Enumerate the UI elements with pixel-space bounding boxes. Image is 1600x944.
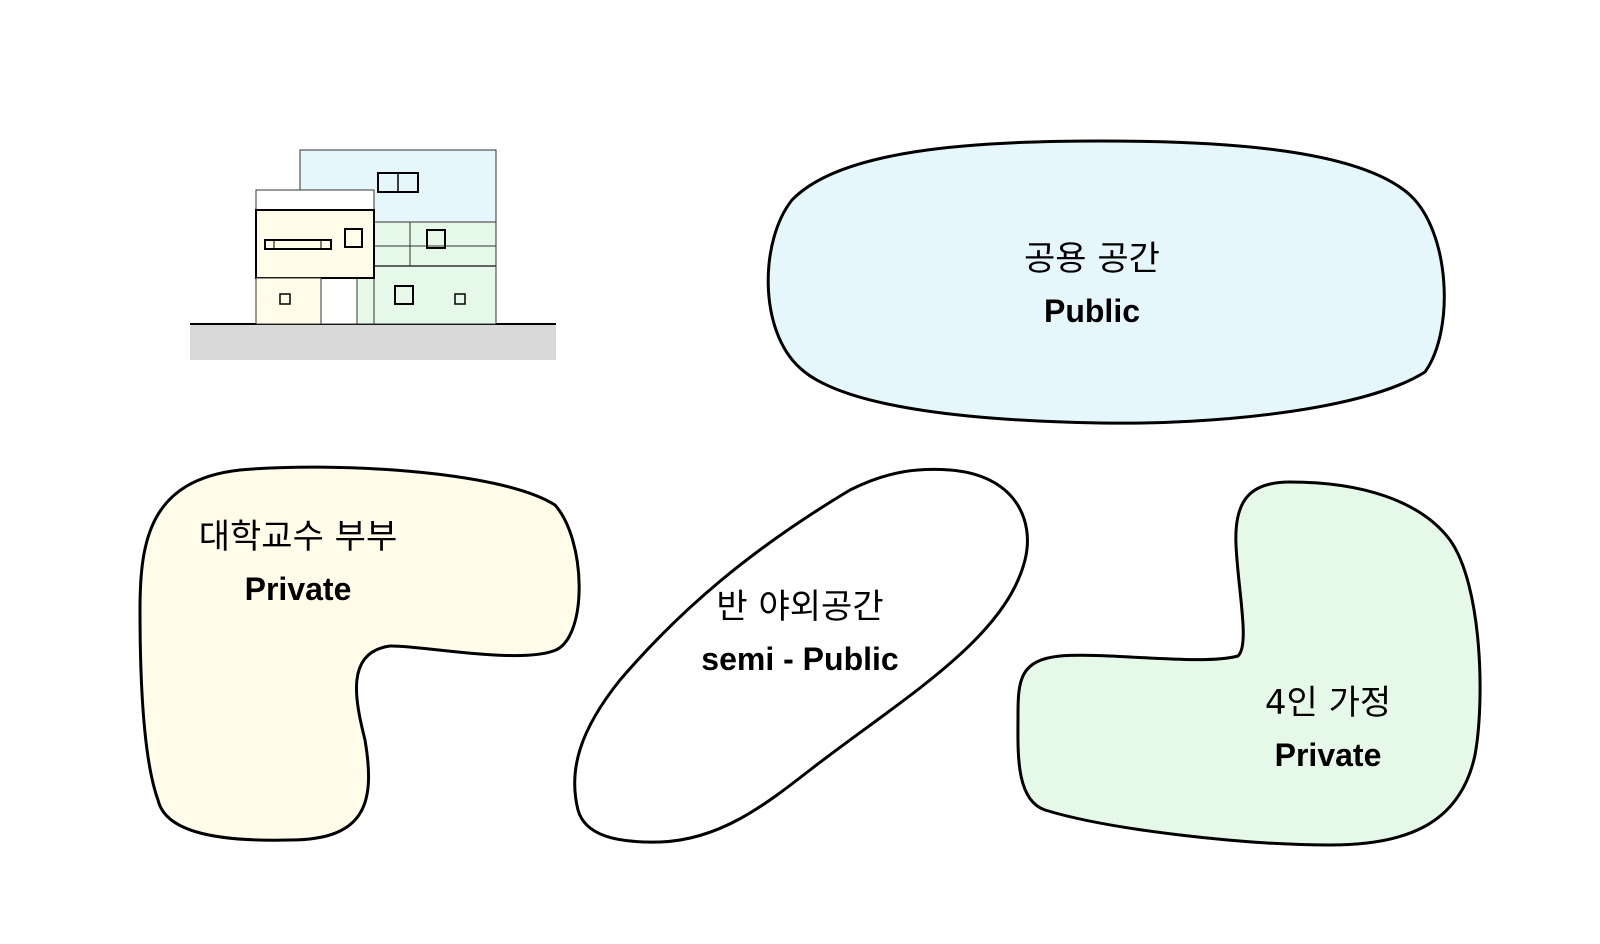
semi-public-zone: 반 야외공간 semi - Public bbox=[573, 467, 1029, 844]
semi-public-zone-korean-label: 반 야외공간 bbox=[716, 587, 883, 627]
professors-zone-english-label: Private bbox=[245, 571, 352, 607]
door bbox=[320, 277, 358, 325]
public-zone: 공용 공간 Public bbox=[766, 139, 1446, 425]
public-zone-english-label: Public bbox=[1044, 293, 1140, 329]
window bbox=[279, 293, 291, 305]
window bbox=[426, 229, 446, 249]
ground-strip bbox=[190, 324, 556, 360]
professors-zone-korean-label: 대학교수 부부 bbox=[199, 517, 398, 557]
window bbox=[454, 293, 466, 305]
window bbox=[344, 228, 363, 248]
family-zone-english-label: Private bbox=[1275, 737, 1382, 773]
house-elevation-icon bbox=[190, 149, 556, 360]
family-block bbox=[373, 221, 497, 325]
semi-public-zone-english-label: semi - Public bbox=[701, 641, 898, 677]
professors-zone-shape bbox=[138, 465, 581, 842]
family-zone-korean-label: 4인 가정 bbox=[1265, 683, 1391, 723]
family-private-zone: 4인 가정 Private bbox=[1016, 480, 1482, 847]
family-zone-shape bbox=[1016, 480, 1482, 847]
public-zone-korean-label: 공용 공간 bbox=[1024, 239, 1160, 279]
window bbox=[264, 239, 332, 250]
window bbox=[394, 285, 414, 305]
professors-private-zone: 대학교수 부부 Private bbox=[138, 465, 581, 842]
semi-public-zone-shape bbox=[573, 467, 1029, 844]
public-zone-shape bbox=[766, 139, 1446, 425]
